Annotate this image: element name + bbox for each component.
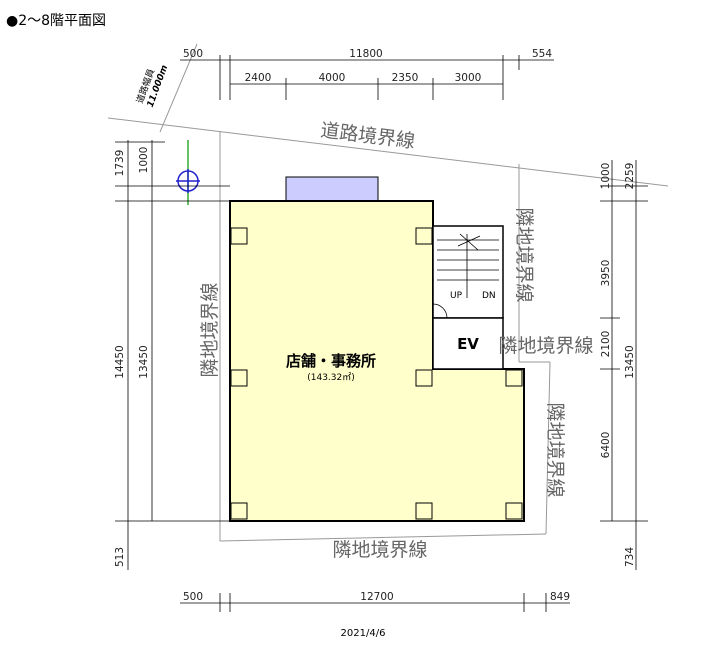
dim-top-right-offset: 554: [532, 48, 552, 60]
dim-left-outer: 14450: [114, 345, 126, 378]
elevator-shaft: [432, 317, 504, 370]
bottom-dimensions: [180, 593, 570, 612]
road-boundary-label: 道路境界線: [319, 119, 416, 152]
dim-right-outer: 2259: [624, 163, 636, 190]
column: [505, 369, 523, 387]
column: [505, 502, 523, 520]
column: [230, 227, 248, 245]
dim-top-left-offset: 500: [183, 48, 203, 60]
stair-up-label: UP: [450, 291, 463, 301]
dim-right-inner: 6400: [600, 432, 612, 459]
dim-right-outer: 13450: [624, 345, 636, 378]
dim-right-inner: 3950: [600, 260, 612, 287]
dim-top-segment: 2350: [392, 72, 419, 84]
neighbor-boundary-left: 隣地境界線: [199, 282, 221, 377]
dim-top-segment: 3000: [455, 72, 482, 84]
elevator-label: EV: [457, 335, 479, 353]
page-title: ●2～8階平面図: [6, 13, 107, 29]
room-area: (143.32㎡): [307, 372, 355, 383]
dim-bottom-left-offset: 500: [183, 591, 203, 603]
site-boundary: [107, 43, 669, 542]
top-dimensions: [180, 55, 554, 100]
column: [415, 502, 433, 520]
dim-left-outer: 513: [114, 547, 126, 567]
stair-down-label: DN: [482, 291, 496, 301]
room-name: 店舗・事務所: [286, 352, 376, 370]
building: [229, 176, 525, 522]
neighbor-boundary-right-top: 隣地境界線: [513, 207, 535, 302]
neighbor-boundary-right-bottom: 隣地境界線: [544, 402, 566, 497]
dim-top-segment: 2400: [245, 72, 272, 84]
columns: [230, 227, 523, 520]
right-dimensions: [600, 160, 648, 570]
dim-bottom-right-offset: 849: [550, 591, 570, 603]
dim-left-outer: 1739: [114, 150, 126, 177]
dim-right-inner: 1000: [600, 163, 612, 190]
dim-right-inner: 2100: [600, 331, 612, 358]
stair-treads: [432, 233, 499, 319]
dim-top-segment: 4000: [319, 72, 346, 84]
dim-right-outer: 734: [624, 547, 636, 567]
roof-equipment: [285, 176, 379, 202]
column: [230, 502, 248, 520]
dim-top-total: 11800: [349, 48, 382, 60]
column: [230, 369, 248, 387]
column: [415, 369, 433, 387]
dim-bottom-total: 12700: [360, 591, 393, 603]
dim-left-inner: 13450: [138, 345, 150, 378]
left-dimensions: [115, 140, 230, 570]
column: [415, 227, 433, 245]
north-arrow-icon: [176, 140, 200, 205]
neighbor-boundary-bottom: 隣地境界線: [332, 539, 427, 561]
neighbor-boundary-right-mid: 隣地境界線: [498, 335, 593, 357]
drawing-date: 2021/4/6: [340, 628, 386, 639]
dim-left-inner: 1000: [138, 147, 150, 174]
